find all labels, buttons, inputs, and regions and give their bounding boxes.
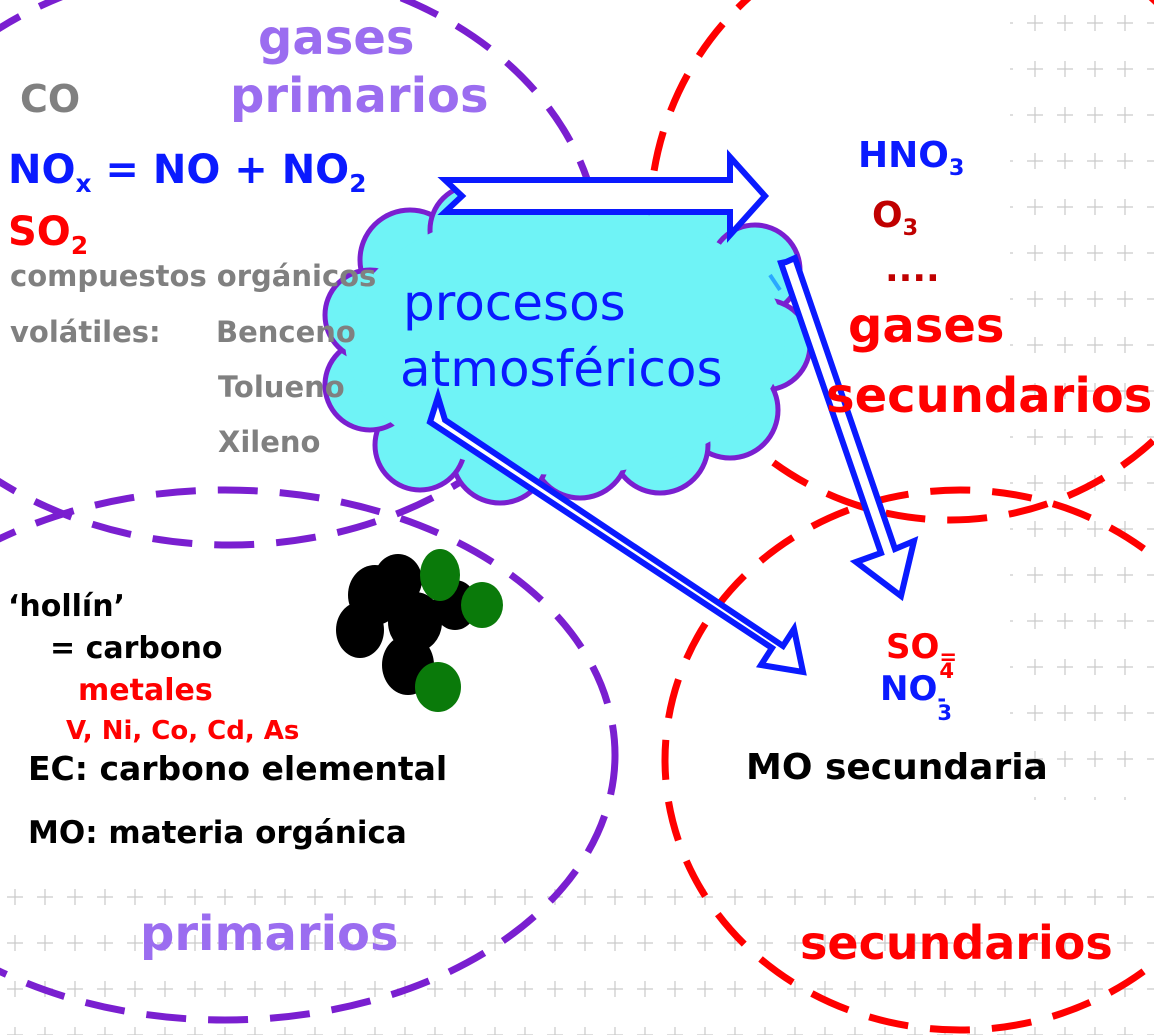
label-mo-secundaria: MO secundaria <box>746 747 1048 788</box>
label-secundarios: secundarios <box>800 916 1113 970</box>
label-ec: EC: carbono elemental <box>28 749 448 788</box>
o3-base: O <box>872 195 903 236</box>
label-metales-list: V, Ni, Co, Cd, As <box>66 716 300 746</box>
label-gases-primarios-2: primarios <box>230 68 489 124</box>
secundarios-circle <box>661 486 1154 1034</box>
label-hno3: HNO3 <box>858 135 964 179</box>
label-so4: SO=4 <box>886 627 958 681</box>
label-benceno: Benceno <box>216 315 356 349</box>
label-hollin: ‘hollín’ <box>8 589 125 624</box>
label-procesos: procesos <box>403 274 626 332</box>
label-mo: MO: materia orgánica <box>28 815 407 851</box>
background-grid-right <box>1010 0 1154 800</box>
label-metales: metales <box>78 673 213 708</box>
label-tolueno: Tolueno <box>218 370 345 404</box>
label-so2: SO2 <box>8 209 88 258</box>
label-nox: NOx = NO + NO2 <box>8 147 366 196</box>
hno3-base: HNO <box>858 135 949 176</box>
o3-sub: 3 <box>902 214 919 241</box>
so4-sup: = <box>939 644 958 670</box>
background-grid-bottom <box>0 880 1154 1035</box>
arrow-primarios-to-secundarios <box>437 149 770 243</box>
label-volatiles: volátiles: <box>10 315 161 349</box>
arrow-cloud-to-mo-secundaria <box>426 386 807 676</box>
label-co: CO <box>20 77 81 121</box>
label-xileno: Xileno <box>218 425 321 459</box>
label-o3: O3 <box>872 195 918 239</box>
label-gases-primarios-1: gases <box>258 10 415 66</box>
no3-base: NO <box>880 669 938 709</box>
arrow-return-line <box>768 273 782 292</box>
nox-sub2: 2 <box>349 168 367 198</box>
cloud-shape <box>322 177 813 506</box>
label-primarios: primarios <box>140 906 399 962</box>
label-atmosfericos: atmosféricos <box>400 340 723 398</box>
arrow-cloud-to-secondary-particles <box>777 253 919 602</box>
nox-eq: = NO + NO <box>91 147 350 193</box>
no3-sub: 3 <box>937 700 953 726</box>
label-gases-secundarios-2: secundarios <box>826 368 1153 424</box>
label-gases-secundarios-1: gases <box>848 298 1005 354</box>
so4-base: SO <box>886 627 940 667</box>
label-carbono: = carbono <box>50 631 223 666</box>
nox-base: NO <box>8 147 76 193</box>
label-no3: NO-3 <box>880 669 954 723</box>
so2-sub: 2 <box>70 230 89 260</box>
label-dots: .... <box>885 249 940 290</box>
hno3-sub: 3 <box>948 154 965 181</box>
so2-base: SO <box>8 209 71 255</box>
label-compuestos: compuestos orgánicos <box>10 259 377 293</box>
nox-sub: x <box>75 168 92 198</box>
so4-sub: 4 <box>939 658 955 684</box>
no3-sup: - <box>937 686 947 712</box>
primarios-circle <box>0 486 619 1024</box>
soot-particle <box>336 549 503 712</box>
